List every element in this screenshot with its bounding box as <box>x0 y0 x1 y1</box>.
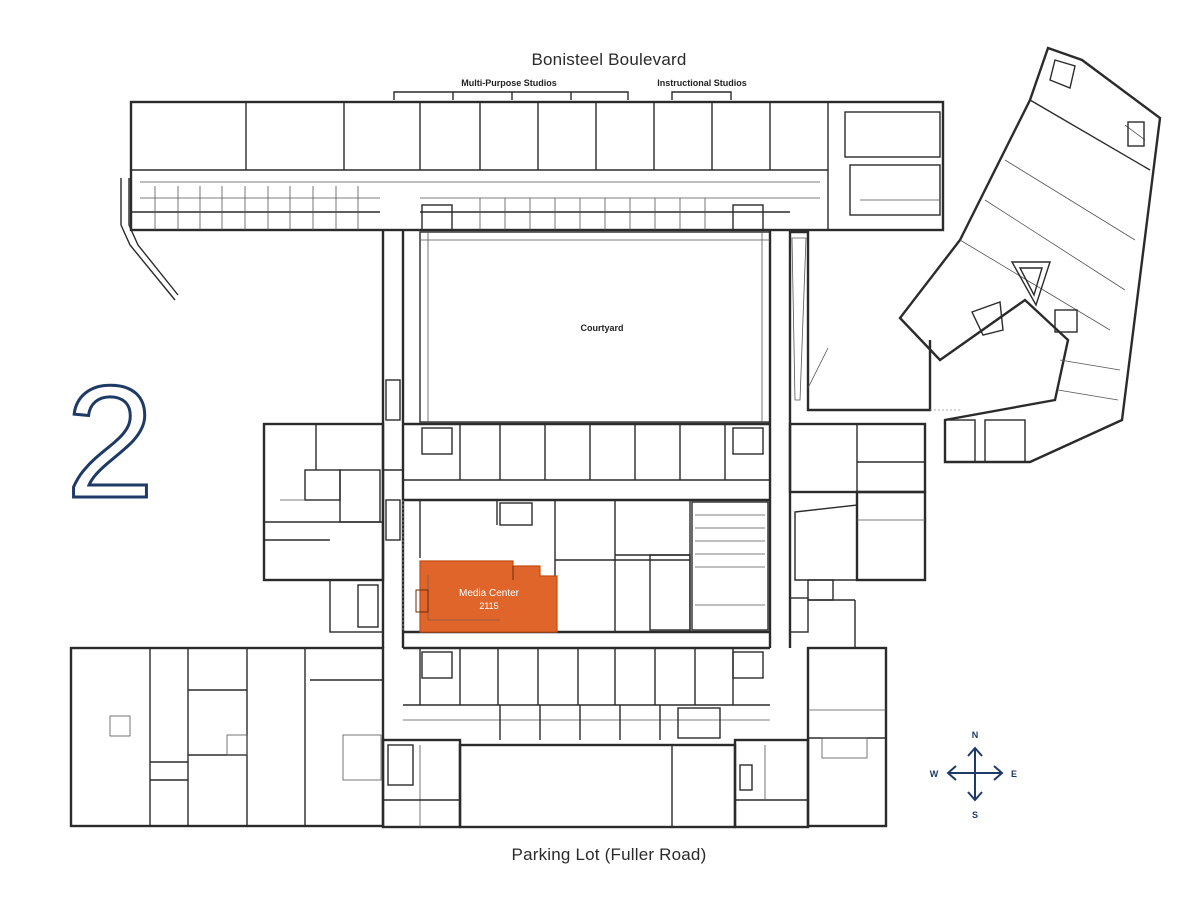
label-courtyard: Courtyard <box>580 323 623 333</box>
southwest-wing <box>69 646 385 828</box>
label-multi-purpose-studios: Multi-Purpose Studios <box>461 78 557 88</box>
northeast-wing <box>898 46 1162 464</box>
west-middle-block <box>262 379 403 633</box>
north-wing <box>120 100 945 301</box>
east-atrium <box>790 230 932 412</box>
compass-rose: N S W E <box>930 730 1017 820</box>
compass-south: S <box>972 810 978 820</box>
courtyard: Courtyard <box>419 231 771 423</box>
east-middle-block <box>788 422 927 648</box>
floor-number: 2 <box>66 352 155 531</box>
media-center-highlight[interactable] <box>419 560 558 633</box>
media-center-room[interactable]: Media Center 2115 <box>415 560 558 633</box>
compass-west: W <box>930 769 939 779</box>
studio-brackets: Multi-Purpose Studios Instructional Stud… <box>393 78 747 100</box>
street-label-south: Parking Lot (Fuller Road) <box>512 845 707 864</box>
media-center-name: Media Center <box>459 588 520 599</box>
street-label-north: Bonisteel Boulevard <box>531 50 686 69</box>
compass-east: E <box>1011 769 1017 779</box>
south-band <box>381 646 810 829</box>
southeast-wing <box>806 646 888 828</box>
label-instructional-studios: Instructional Studios <box>657 78 747 88</box>
media-center-number: 2115 <box>479 601 498 611</box>
compass-north: N <box>972 730 979 740</box>
